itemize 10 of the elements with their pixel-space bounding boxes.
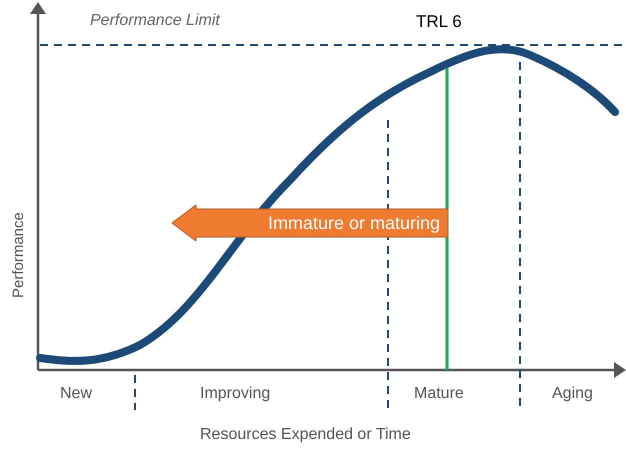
arrow-label: Immature or maturing bbox=[268, 212, 441, 234]
phase-label: Aging bbox=[552, 385, 593, 403]
arrow-shape bbox=[172, 205, 448, 241]
phase-label: Improving bbox=[200, 385, 270, 403]
axis-title: Performance bbox=[10, 212, 27, 298]
phase-label: New bbox=[60, 385, 92, 403]
limit-label: Performance Limit bbox=[90, 12, 220, 30]
trl-label: TRL 6 bbox=[416, 12, 462, 32]
phase-label: Mature bbox=[414, 385, 464, 403]
axis-title: Resources Expended or Time bbox=[200, 426, 411, 444]
